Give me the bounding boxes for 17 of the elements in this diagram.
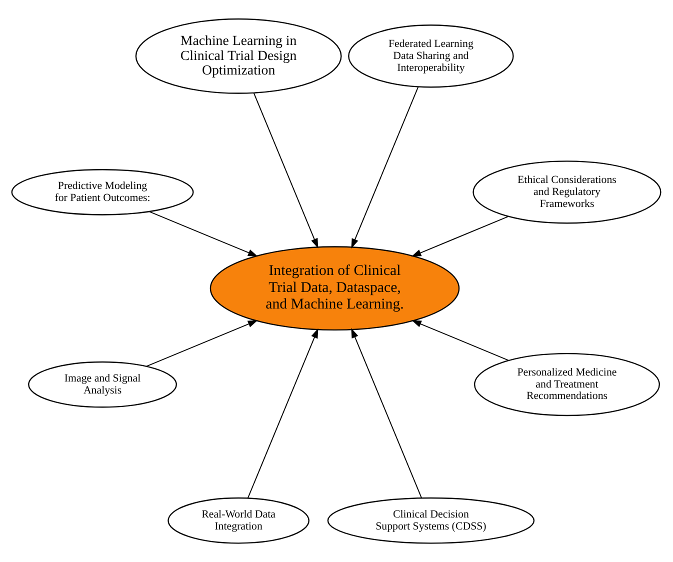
- arrow: [411, 320, 510, 361]
- node-ellipse: Ethical Considerations and Regulatory Frameworks: [472, 160, 662, 224]
- arrow: [351, 86, 419, 249]
- arrow: [253, 92, 318, 248]
- node-ellipse: Image and Signal Analysis: [28, 361, 177, 408]
- arrow: [148, 211, 258, 257]
- node-ellipse: Predictive Modeling for Patient Outcomes:: [11, 169, 194, 216]
- arrow: [351, 328, 422, 498]
- node-ellipse: Personalized Medicine and Treatment Recommendations: [474, 352, 660, 416]
- arrow: [411, 216, 509, 257]
- node-ellipse: Machine Learning in Clinical Trial Design Optimization: [135, 18, 342, 94]
- node-ellipse: Clinical Decision Support Systems (CDSS): [327, 497, 535, 544]
- node-ellipse: Federated Learning Data Sharing and Interoperability: [348, 24, 514, 88]
- node-ellipse: Real-World Data Integration: [168, 497, 310, 544]
- arrow: [247, 328, 318, 499]
- arrow: [146, 320, 258, 367]
- node-ellipse: Integration of Clinical Trial Data, Dataspace, and Machine Learning.: [210, 246, 460, 331]
